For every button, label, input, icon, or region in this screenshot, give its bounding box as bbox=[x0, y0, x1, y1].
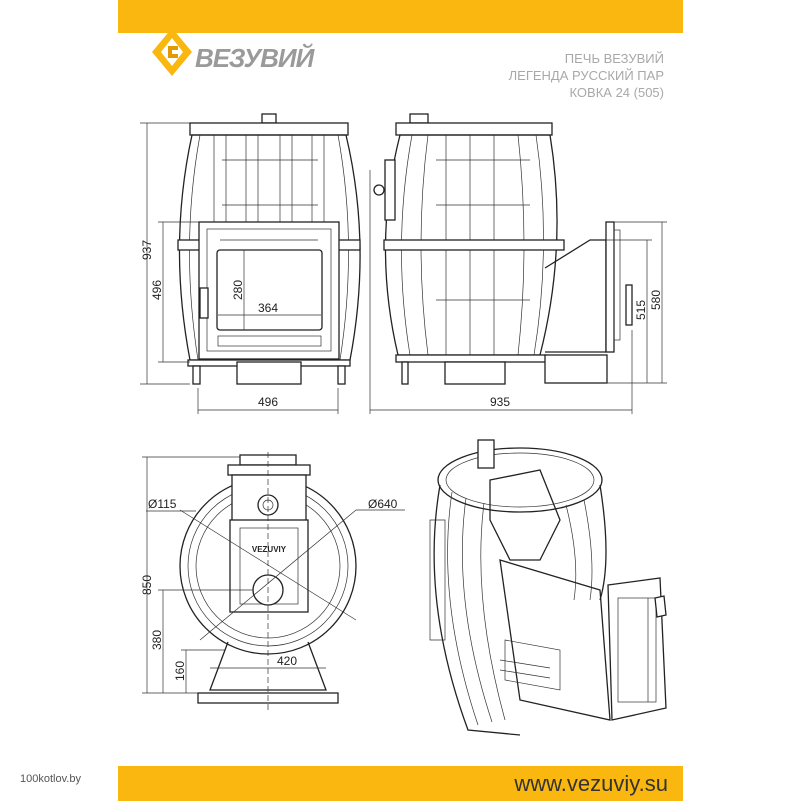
dim-flue-height: 380 bbox=[150, 630, 164, 650]
title-line: ЛЕГЕНДА РУССКИЙ ПАР bbox=[508, 68, 664, 83]
dim-width: 496 bbox=[258, 395, 278, 409]
dim-top-height: 850 bbox=[140, 575, 154, 595]
dim-length: 935 bbox=[490, 395, 510, 409]
dim-glass-height: 280 bbox=[231, 280, 245, 300]
side-view-dimensions: 935 515 580 bbox=[369, 170, 667, 414]
top-view-dimensions: 850 380 160 420 Ø115 Ø640 bbox=[140, 456, 405, 694]
brand-name: ВЕЗУВИЙ bbox=[195, 43, 314, 73]
dim-glass-width: 364 bbox=[258, 301, 278, 315]
title-line: КОВКА 24 (505) bbox=[569, 85, 665, 100]
front-view-dimensions: 937 496 280 364 496 bbox=[140, 122, 339, 414]
dim-door-outer: 580 bbox=[649, 290, 663, 310]
logo-diamond-icon bbox=[152, 28, 192, 76]
dim-body-diameter: Ø640 bbox=[368, 497, 398, 511]
side-view-drawing bbox=[373, 113, 633, 385]
source-watermark: 100kotlov.by bbox=[20, 773, 81, 785]
product-title: ПЕЧЬ ВЕЗУВИЙ ЛЕГЕНДА РУССКИЙ ПАР КОВКА 2… bbox=[509, 50, 664, 101]
top-view-drawing: VEZUVIY bbox=[179, 452, 357, 712]
door-brand-label: VEZUVIY bbox=[252, 545, 287, 554]
dim-base-width: 420 bbox=[277, 654, 297, 668]
title-line: ПЕЧЬ ВЕЗУВИЙ bbox=[564, 51, 664, 66]
dim-base-height: 160 bbox=[173, 661, 187, 681]
brand-logo: ВЕЗУВИЙ bbox=[150, 26, 350, 82]
front-view-drawing bbox=[177, 113, 361, 385]
dim-flue-diameter: Ø115 bbox=[148, 497, 177, 511]
header-band bbox=[118, 0, 683, 33]
isometric-view-drawing bbox=[429, 439, 667, 736]
dim-height-total: 937 bbox=[140, 240, 154, 260]
dim-door-inner: 515 bbox=[634, 300, 648, 320]
footer-band: www.vezuviy.su bbox=[118, 766, 683, 801]
website-link[interactable]: www.vezuviy.su bbox=[514, 771, 668, 796]
dim-door-height: 496 bbox=[150, 280, 164, 300]
